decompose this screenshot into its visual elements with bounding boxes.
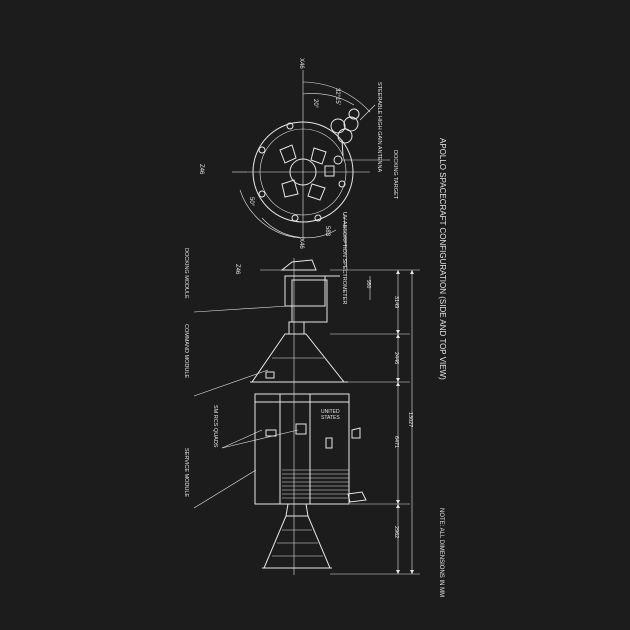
top-view-bump-5 (291, 214, 299, 222)
top-view-panel-d (307, 183, 326, 201)
sm-rcs-quad (295, 423, 307, 435)
top-view-bump-2 (258, 190, 266, 198)
top-view-bump-1 (258, 146, 266, 154)
label-uv-absorption: UV ABSORPTION SPECTROMETER (341, 212, 347, 304)
docking-module-frame (291, 279, 328, 323)
service-module-leader (193, 469, 257, 509)
axis-label-left: Z46 (198, 164, 204, 175)
side-callouts: DOCKING MODULE COMMAND MODULE SM RCS QUA… (183, 248, 299, 509)
dim-service-module: 6471 (393, 436, 399, 448)
top-view-bump-4 (314, 214, 322, 222)
angle-a3: 50° (248, 197, 254, 207)
label-service-module: SERVICE MODULE (183, 448, 189, 497)
uv-leader (343, 213, 348, 271)
rcs-leader-2 (221, 429, 263, 449)
top-view-box (324, 165, 335, 177)
dim-docking-module: 3149 (393, 296, 399, 308)
dim-overall-label: 13027 (407, 412, 413, 427)
angle-arc-4 (261, 217, 337, 239)
label-high-gain-antenna: STEERABLE HIGH GAIN ANTENNA (376, 82, 382, 172)
dim-arrows (396, 270, 414, 574)
angle-a2: 32°15' (334, 88, 340, 105)
label-command-module: COMMAND MODULE (183, 324, 189, 378)
angle-a4: 583 (324, 226, 330, 237)
antenna-dish-2 (343, 116, 359, 132)
top-view-panel-a (279, 144, 297, 164)
top-view-panel-c (281, 179, 299, 198)
docking-module-leader (193, 305, 289, 313)
antenna-dish-4 (348, 108, 360, 120)
rcs-thruster-right (347, 491, 367, 503)
label-docking-module: DOCKING MODULE (183, 248, 189, 299)
dimensions-note: NOTE: ALL DIMENSIONS IN MM (438, 508, 444, 597)
docking-probe-top (280, 259, 317, 271)
angle-a1: 20° (312, 99, 318, 109)
rcs-thruster-mid (351, 427, 361, 439)
label-docking-target: DOCKING TARGET (392, 150, 398, 200)
antenna-dish-3 (337, 128, 353, 144)
axis-label-top: X46 (298, 58, 304, 69)
antenna-leader (359, 104, 376, 121)
command-module-leader (193, 369, 269, 397)
cm-window (265, 371, 275, 379)
docking-target-marker (333, 155, 343, 165)
dim-command-module: 2446 (393, 352, 399, 364)
top-view-angle-labels: 20° 32°15' 50° 583 X46 Z46 X46 (198, 58, 340, 249)
top-view-callouts: STEERABLE HIGH GAIN ANTENNA DOCKING TARG… (341, 82, 398, 304)
angle-arc-1 (302, 93, 355, 106)
label-states: STATES (321, 415, 340, 421)
top-view-bump-3 (286, 122, 294, 130)
angle-arc-3 (239, 189, 301, 239)
dimension-labels: 3149 2446 6471 2962 13027 950 Z46 (234, 264, 413, 538)
axis-label-bottom: X46 (298, 238, 304, 249)
top-view-panel-b (310, 147, 327, 165)
engine-throat (285, 503, 309, 517)
sm-port (265, 429, 277, 437)
top-view-bump-6 (338, 180, 346, 188)
dim-small-label: 950 (365, 280, 371, 289)
rcs-leader-1 (221, 429, 299, 449)
engine-bell (263, 515, 331, 569)
sm-center-panel (279, 393, 311, 505)
docking-adapter (288, 321, 305, 335)
dimension-lines (330, 269, 420, 575)
label-sm-rcs-quads: SM RCS QUADS (212, 405, 218, 448)
axis-label-side: Z46 (234, 264, 240, 275)
sm-door (325, 437, 333, 449)
dim-engine-bell: 2962 (393, 526, 399, 538)
antenna-dish-1 (330, 118, 346, 134)
side-view: UNITED STATES (250, 258, 367, 575)
angle-arc-2 (302, 81, 371, 113)
top-view (232, 70, 371, 240)
high-gain-antenna (330, 108, 360, 157)
sm-radiator-lines (282, 469, 349, 499)
label-united: UNITED (321, 409, 340, 415)
diagram-title: APOLLO SPACECRAFT CONFIGURATION (SIDE AN… (438, 138, 447, 380)
